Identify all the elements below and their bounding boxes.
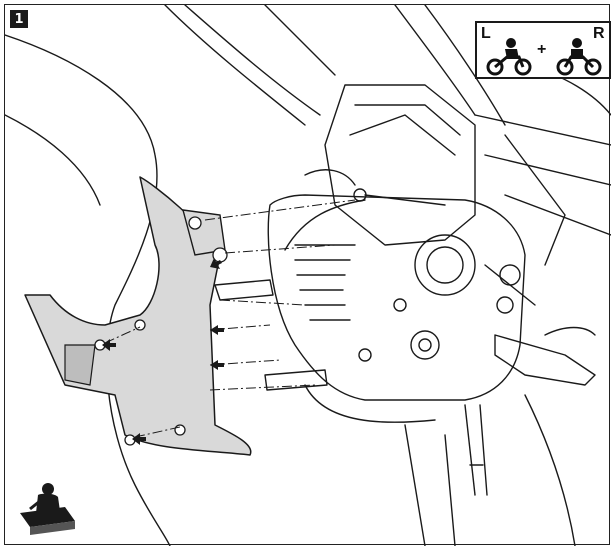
- rear-frame: [474, 114, 611, 146]
- side-stand: [464, 404, 476, 496]
- rider-on-motorcycle-icon: [556, 38, 602, 76]
- footpeg: [494, 334, 596, 386]
- mounting-bracket-upper: [214, 279, 274, 301]
- plus-sign: +: [537, 41, 547, 58]
- frame-tube: [164, 5, 306, 126]
- engine-guard-illustration: [5, 5, 611, 546]
- left-right-assembly-icon: L R +: [475, 21, 611, 79]
- mounting-bracket-lower: [264, 369, 328, 391]
- mechanic-at-workbench-icon: [20, 483, 75, 535]
- rider-on-motorcycle-icon: [486, 38, 532, 76]
- right-label: R: [593, 25, 605, 42]
- left-label: L: [481, 25, 491, 42]
- illustration-frame: 1 L R +: [4, 4, 611, 546]
- front-wheel-outline: [5, 34, 171, 546]
- engine-cover-block: [324, 84, 476, 246]
- engine-case: [267, 194, 526, 401]
- step-number-badge: 1: [10, 10, 28, 28]
